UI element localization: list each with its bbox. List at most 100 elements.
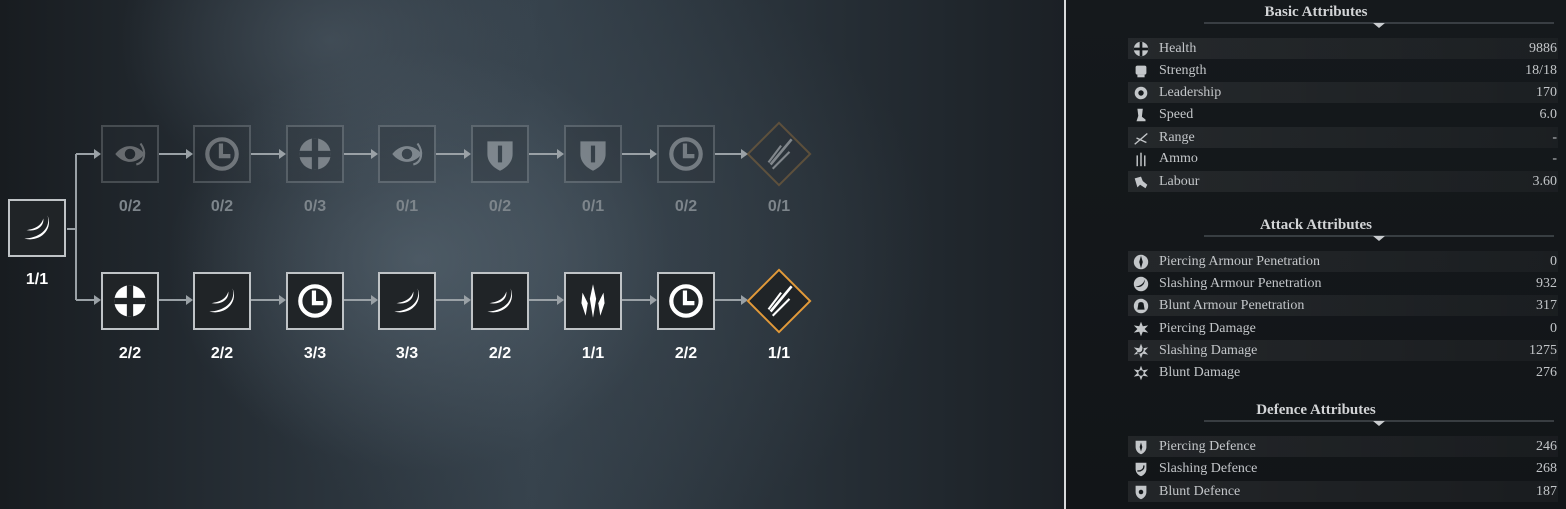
attack-attributes-title: Attack Attributes <box>1259 217 1373 233</box>
skill-top-1[interactable] <box>101 125 159 183</box>
skill-bottom-5[interactable] <box>471 272 529 330</box>
attr-row-ammo: Ammo - <box>1128 148 1558 169</box>
eye-icon <box>115 142 146 166</box>
clock-icon <box>669 137 703 171</box>
piercing-damage-icon <box>1130 319 1152 339</box>
defence-attributes-title: Defence Attributes <box>1256 402 1376 418</box>
connector-arrow <box>741 295 748 305</box>
attr-row-range: Range - <box>1128 127 1558 148</box>
triple-blade-icon <box>581 284 605 318</box>
piercing-penetration-icon <box>1130 252 1152 272</box>
health-icon <box>1130 39 1152 59</box>
attr-row-strength: Strength 18/18 <box>1128 60 1558 81</box>
connector-arrow <box>186 295 193 305</box>
health-cross-icon <box>299 138 331 170</box>
spear-volley-icon <box>767 138 793 170</box>
skill-top-4[interactable] <box>378 125 436 183</box>
slash-arc-icon <box>394 288 419 313</box>
skill-bottom-2[interactable] <box>193 272 251 330</box>
skill-top-ultimate-count: 0/1 <box>767 198 791 215</box>
range-icon <box>1130 128 1152 148</box>
skill-top-2[interactable] <box>193 125 251 183</box>
skill-tree-area: 1/1 <box>0 0 1064 509</box>
skill-top-6[interactable] <box>564 125 622 183</box>
skill-bottom-4[interactable] <box>378 272 436 330</box>
skill-bottom-3-count: 3/3 <box>303 345 327 362</box>
attr-row-slashing-defence: Slashing Defence 268 <box>1128 458 1558 479</box>
connector-arrow <box>279 295 286 305</box>
connector-arrow <box>650 149 657 159</box>
skill-top-6-count: 0/1 <box>581 198 605 215</box>
clock-icon <box>669 284 703 318</box>
connector-arrow <box>464 149 471 159</box>
blunt-defence-icon <box>1130 482 1152 502</box>
skill-bottom-ultimate[interactable] <box>746 268 812 334</box>
blunt-penetration-icon <box>1130 296 1152 316</box>
attr-row-blunt-defence: Blunt Defence 187 <box>1128 481 1558 502</box>
connector-arrow <box>557 149 564 159</box>
eye-icon <box>392 142 423 166</box>
skill-top-4-count: 0/1 <box>395 198 419 215</box>
section-divider <box>1204 420 1554 426</box>
attr-row-health: Health 9886 <box>1128 38 1558 59</box>
connector-arrow <box>557 295 564 305</box>
piercing-defence-icon <box>1130 437 1152 457</box>
skill-bottom-2-count: 2/2 <box>210 345 234 362</box>
speed-icon <box>1130 105 1152 125</box>
skill-bottom-6-count: 1/1 <box>581 345 605 362</box>
slashing-defence-icon <box>1130 459 1152 479</box>
skill-top-7-count: 0/2 <box>674 198 698 215</box>
basic-attributes-title: Basic Attributes <box>1264 4 1368 20</box>
skill-bottom-1-count: 2/2 <box>118 345 142 362</box>
skill-top-7[interactable] <box>657 125 715 183</box>
connector-arrow <box>741 149 748 159</box>
strength-icon <box>1130 61 1152 81</box>
attr-row-leadership: Leadership 170 <box>1128 82 1558 103</box>
skill-bottom-6[interactable] <box>564 272 622 330</box>
skill-root-node[interactable] <box>8 199 66 257</box>
skill-bottom-7-count: 2/2 <box>674 345 698 362</box>
connector-arrow <box>464 295 471 305</box>
attr-row-labour: Labour 3.60 <box>1128 171 1558 192</box>
panel-divider <box>1064 0 1066 509</box>
skill-connectors <box>67 149 748 305</box>
attr-row-blunt-penetration: Blunt Armour Penetration 317 <box>1128 295 1558 316</box>
connector-arrow <box>650 295 657 305</box>
skill-bottom-4-count: 3/3 <box>395 345 419 362</box>
clock-icon <box>298 284 332 318</box>
slash-arc-icon <box>24 215 49 240</box>
skill-top-2-count: 0/2 <box>210 198 234 215</box>
skill-root-count: 1/1 <box>25 271 49 288</box>
connector-arrow <box>279 149 286 159</box>
blunt-damage-icon <box>1130 363 1152 383</box>
section-divider <box>1204 22 1554 28</box>
connector-arrow <box>371 295 378 305</box>
skill-bottom-3[interactable] <box>286 272 344 330</box>
attr-row-slashing-damage: Slashing Damage 1275 <box>1128 340 1558 361</box>
leadership-icon <box>1130 83 1152 103</box>
attr-row-speed: Speed 6.0 <box>1128 104 1558 125</box>
skill-top-5-count: 0/2 <box>488 198 512 215</box>
skill-bottom-1[interactable] <box>101 272 159 330</box>
attr-row-piercing-damage: Piercing Damage 0 <box>1128 318 1558 339</box>
skill-bottom-5-count: 2/2 <box>488 345 512 362</box>
shield-icon <box>487 141 513 171</box>
health-cross-icon <box>114 285 146 317</box>
attr-row-blunt-damage: Blunt Damage 276 <box>1128 362 1558 383</box>
slashing-penetration-icon <box>1130 274 1152 294</box>
spear-volley-icon <box>767 285 793 317</box>
slash-arc-icon <box>487 288 512 313</box>
skill-bottom-ultimate-count: 1/1 <box>767 345 791 362</box>
labour-icon <box>1130 172 1152 192</box>
clock-icon <box>205 137 239 171</box>
skill-top-5[interactable] <box>471 125 529 183</box>
skill-top-ultimate[interactable] <box>746 121 812 187</box>
attributes-panel: Basic Attributes Health 9886 Strength 18… <box>1066 0 1566 509</box>
shield-icon <box>580 141 606 171</box>
skill-top-1-count: 0/2 <box>118 198 142 215</box>
skill-bottom-7[interactable] <box>657 272 715 330</box>
skill-top-3[interactable] <box>286 125 344 183</box>
ammo-icon <box>1130 149 1152 169</box>
attr-row-slashing-penetration: Slashing Armour Penetration 932 <box>1128 273 1558 294</box>
attr-row-piercing-penetration: Piercing Armour Penetration 0 <box>1128 251 1558 272</box>
